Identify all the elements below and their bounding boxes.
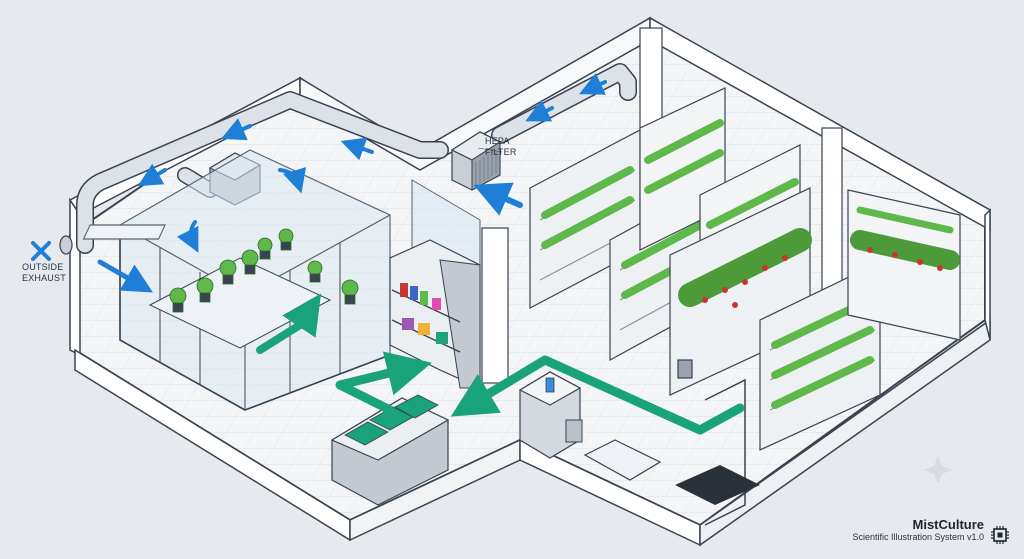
pillar: [481, 227, 509, 384]
doorway: [675, 378, 760, 526]
foot-bath: [583, 439, 662, 481]
tote-bench: [330, 394, 450, 506]
airflow-arrows: [97, 73, 607, 293]
potted-plants: [169, 228, 359, 313]
glass-cleanroom: [82, 149, 391, 411]
walkway-main: [450, 355, 745, 435]
rack-right-tomato: [847, 189, 961, 341]
brand-block: MistCulture Scientific Illustration Syst…: [852, 517, 984, 542]
walkway-cleanroom: [256, 293, 322, 354]
chip-icon: [991, 526, 1009, 544]
sparkle-icon: [924, 456, 952, 484]
supply-shelf: [389, 239, 481, 389]
brand-subtitle: Scientific Illustration System v1.0: [852, 532, 984, 542]
sink-station: [518, 371, 583, 459]
walkway-left: [335, 351, 432, 415]
right-wall: [984, 208, 991, 341]
walkway-arrows: [256, 293, 745, 435]
hepa-filter-unit: [450, 131, 502, 191]
brand-name: MistCulture: [912, 517, 985, 532]
outside-exhaust-label: OUTSIDE EXHAUST: [22, 262, 66, 283]
hepa-filter-label: HEPA FILTER: [485, 136, 517, 157]
x-mark-icon: [31, 241, 51, 261]
hydroponic-racks: [529, 87, 961, 451]
